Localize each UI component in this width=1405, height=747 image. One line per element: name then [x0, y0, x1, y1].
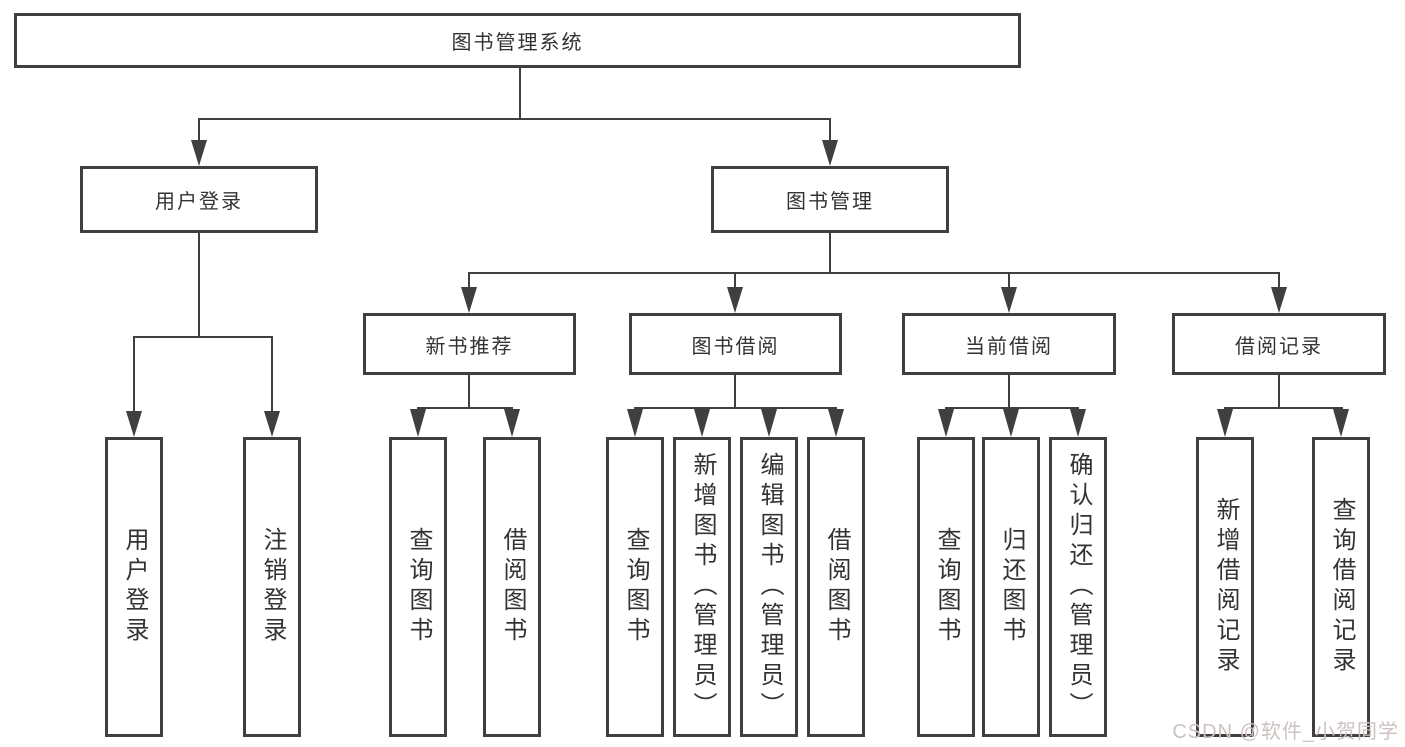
- leaf-query-borrow-record-label: 查询借阅记录: [1328, 497, 1355, 677]
- leaf-edit-book-admin-label: 编辑图书（管理员）: [756, 452, 783, 722]
- connector-line: [271, 336, 273, 414]
- connector-line: [1224, 407, 1343, 409]
- node-user-login-label: 用户登录: [155, 191, 243, 213]
- connector-line: [133, 336, 135, 414]
- node-root: 图书管理系统: [14, 13, 1021, 68]
- leaf-user-login: 用户登录: [105, 437, 163, 737]
- leaf-add-book-admin-label: 新增图书（管理员）: [689, 452, 716, 722]
- connector-line: [734, 272, 736, 289]
- leaf-query-books-current-label: 查询图书: [933, 527, 960, 647]
- arrowhead-down-icon: [1333, 409, 1349, 437]
- node-book-management: 图书管理: [711, 166, 949, 233]
- leaf-query-books-recommend-label: 查询图书: [405, 527, 432, 647]
- arrowhead-down-icon: [727, 287, 743, 313]
- arrowhead-down-icon: [264, 411, 280, 437]
- arrowhead-down-icon: [1271, 287, 1287, 313]
- leaf-user-login-label: 用户登录: [121, 527, 148, 647]
- connector-line: [1008, 374, 1010, 408]
- connector-line: [468, 272, 1280, 274]
- leaf-logout: 注销登录: [243, 437, 301, 737]
- connector-line: [1278, 272, 1280, 289]
- arrowhead-down-icon: [461, 287, 477, 313]
- leaf-query-books-borrow: 查询图书: [606, 437, 664, 737]
- node-new-book-recommend-label: 新书推荐: [425, 335, 514, 358]
- connector-line: [519, 67, 521, 120]
- connector-line: [829, 232, 831, 273]
- leaf-return-book: 归还图书: [982, 437, 1040, 737]
- leaf-query-books-borrow-label: 查询图书: [622, 527, 649, 647]
- leaf-add-borrow-record-label: 新增借阅记录: [1212, 497, 1239, 677]
- leaf-add-book-admin: 新增图书（管理员）: [673, 437, 731, 737]
- connector-line: [198, 118, 831, 120]
- arrowhead-down-icon: [627, 409, 643, 437]
- arrowhead-down-icon: [1001, 287, 1017, 313]
- arrowhead-down-icon: [694, 409, 710, 437]
- leaf-borrow-books-recommend: 借阅图书: [483, 437, 541, 737]
- leaf-edit-book-admin: 编辑图书（管理员）: [740, 437, 798, 737]
- connector-line: [468, 272, 470, 289]
- node-borrow-records-label: 借阅记录: [1235, 335, 1323, 358]
- leaf-borrow-books-label: 借阅图书: [823, 527, 850, 647]
- arrowhead-down-icon: [822, 140, 838, 166]
- connector-line: [1008, 272, 1010, 289]
- connector-line: [734, 374, 736, 408]
- connector-line: [198, 232, 200, 337]
- leaf-query-books-recommend: 查询图书: [389, 437, 447, 737]
- connector-line: [133, 336, 273, 338]
- leaf-add-borrow-record: 新增借阅记录: [1196, 437, 1254, 737]
- node-borrow-records: 借阅记录: [1172, 313, 1386, 375]
- node-current-borrow-label: 当前借阅: [965, 335, 1053, 358]
- leaf-return-book-label: 归还图书: [998, 527, 1025, 647]
- node-book-borrow: 图书借阅: [629, 313, 842, 375]
- arrowhead-down-icon: [1217, 409, 1233, 437]
- csdn-watermark: CSDN @软件_小贺同学: [1172, 721, 1399, 743]
- arrowhead-down-icon: [126, 411, 142, 437]
- connector-line: [417, 407, 513, 409]
- arrowhead-down-icon: [938, 409, 954, 437]
- leaf-logout-label: 注销登录: [259, 527, 286, 647]
- arrowhead-down-icon: [1070, 409, 1086, 437]
- arrowhead-down-icon: [828, 409, 844, 437]
- arrowhead-down-icon: [1003, 409, 1019, 437]
- arrowhead-down-icon: [410, 409, 426, 437]
- connector-line: [198, 118, 200, 142]
- leaf-confirm-return-admin: 确认归还（管理员）: [1049, 437, 1107, 737]
- leaf-borrow-books-recommend-label: 借阅图书: [499, 527, 526, 647]
- connector-line: [468, 374, 470, 408]
- arrowhead-down-icon: [191, 140, 207, 166]
- leaf-confirm-return-admin-label: 确认归还（管理员）: [1065, 452, 1092, 722]
- node-book-management-label: 图书管理: [786, 191, 874, 213]
- arrowhead-down-icon: [761, 409, 777, 437]
- leaf-query-borrow-record: 查询借阅记录: [1312, 437, 1370, 737]
- node-root-label: 图书管理系统: [451, 32, 584, 54]
- node-new-book-recommend: 新书推荐: [363, 313, 576, 375]
- arrowhead-down-icon: [504, 409, 520, 437]
- connector-line: [634, 407, 837, 409]
- node-book-borrow-label: 图书借阅: [691, 335, 780, 358]
- leaf-borrow-books: 借阅图书: [807, 437, 865, 737]
- connector-line: [829, 118, 831, 142]
- leaf-query-books-current: 查询图书: [917, 437, 975, 737]
- connector-line: [1278, 374, 1280, 408]
- connector-line: [945, 407, 1079, 409]
- node-current-borrow: 当前借阅: [902, 313, 1116, 375]
- node-user-login: 用户登录: [80, 166, 318, 233]
